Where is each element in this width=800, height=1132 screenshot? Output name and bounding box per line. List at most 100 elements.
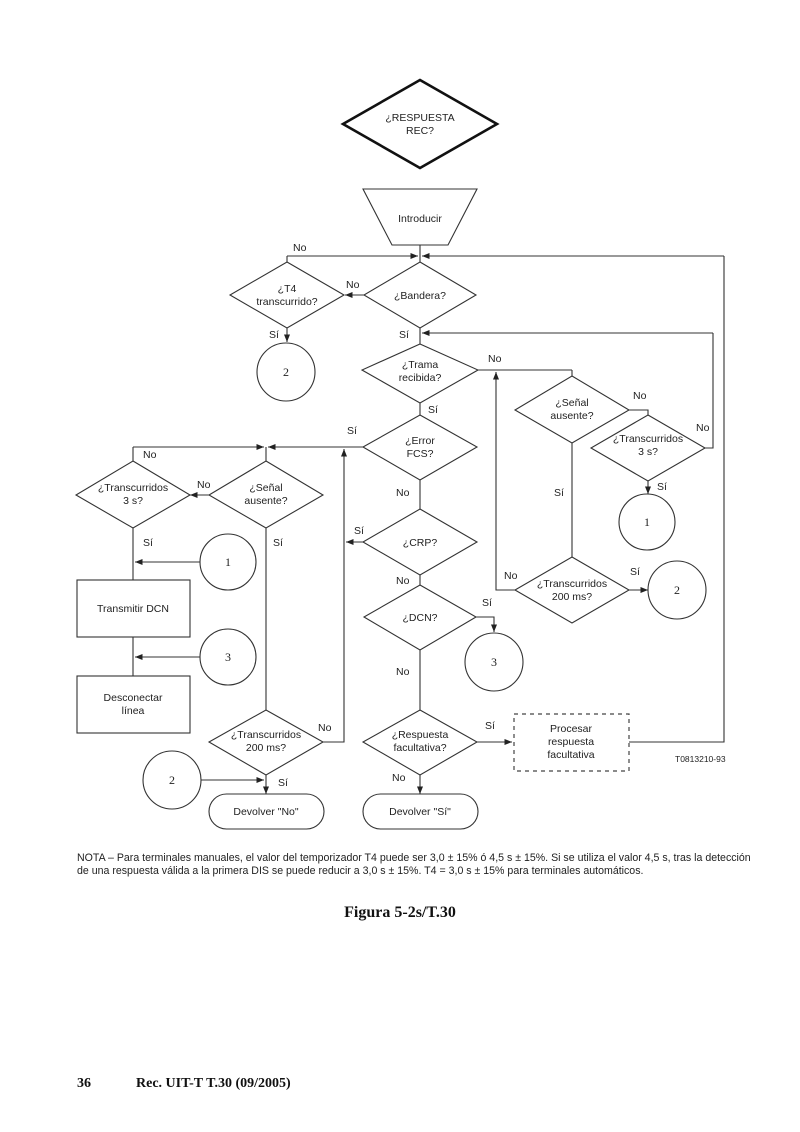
connector-2: 2 — [142, 750, 202, 810]
connector-1: 1 — [199, 533, 257, 591]
process-desconectar-linea: Desconectar línea — [76, 675, 191, 734]
decision-trans200-right-line1: ¿Transcurridos — [537, 578, 607, 590]
terminal-devolver-si-label: Devolver "Sí" — [389, 806, 451, 818]
branch-label-no: No — [392, 772, 406, 784]
decision-respuesta-facultativa: ¿Respuesta facultativa? — [361, 709, 479, 776]
branch-label-no: No — [143, 449, 157, 461]
decision-t4-line2: transcurrido? — [256, 296, 317, 308]
process-procesar-line2: respuesta — [548, 736, 594, 748]
branch-label-no: No — [696, 422, 710, 434]
figure-code: T0813210-93 — [675, 754, 726, 764]
branch-label-no: No — [396, 666, 410, 678]
connector-1-label: 1 — [644, 515, 650, 529]
branch-label-no: No — [318, 722, 332, 734]
branch-label-si: Sí — [278, 777, 288, 789]
decision-error-fcs-line1: ¿Error — [405, 435, 435, 447]
figure-caption: Figura 5-2s/T.30 — [344, 904, 456, 921]
decision-crp-label: ¿CRP? — [403, 537, 438, 549]
connector-line — [476, 616, 498, 632]
document-reference: Rec. UIT-T T.30 (09/2005) — [136, 1076, 291, 1091]
terminal-devolver-si: Devolver "Sí" — [362, 793, 479, 830]
decision-bandera-label: ¿Bandera? — [394, 290, 446, 302]
decision-respuesta-fac-line1: ¿Respuesta — [392, 729, 449, 741]
branch-label-no: No — [396, 575, 410, 587]
connector-3: 3 — [199, 628, 257, 686]
page-number: 36 — [77, 1076, 91, 1091]
branch-label-si: Sí — [657, 481, 667, 493]
branch-label-si: Sí — [143, 537, 153, 549]
decision-trans200-right-line2: 200 ms? — [552, 591, 592, 603]
branch-label-si: Sí — [354, 525, 364, 537]
decision-senal-right-line2: ausente? — [550, 410, 593, 422]
decision-dcn-label: ¿DCN? — [402, 612, 437, 624]
start-decision: ¿RESPUESTA REC? — [340, 78, 500, 170]
connector-1-label: 1 — [225, 555, 231, 569]
connector-3: 3 — [464, 632, 524, 692]
decision-transcurridos-3s-right: ¿Transcurridos 3 s? — [589, 414, 707, 482]
decision-trama-line2: recibida? — [399, 372, 442, 384]
branch-label-si: Sí — [347, 425, 357, 437]
connector-line — [492, 372, 515, 591]
decision-transcurridos-200ms-left: ¿Transcurridos 200 ms? — [207, 709, 325, 776]
process-procesar-line1: Procesar — [550, 723, 593, 735]
figure-note: NOTA – Para terminales manuales, el valo… — [77, 852, 751, 877]
decision-senal-ausente-left: ¿Señal ausente? — [207, 460, 325, 529]
process-desconectar-line1: Desconectar — [104, 692, 163, 704]
decision-trans200-left-line2: 200 ms? — [246, 742, 286, 754]
start-decision-line1: ¿RESPUESTA — [385, 112, 454, 124]
connector-2-label: 2 — [674, 583, 680, 597]
decision-senal-ausente-right: ¿Señal ausente? — [513, 375, 631, 444]
connector-1: 1 — [618, 493, 676, 551]
process-transmitir-dcn: Transmitir DCN — [76, 579, 191, 638]
connector-2: 2 — [256, 342, 316, 402]
branch-label-no: No — [346, 279, 360, 291]
branch-label-no: No — [293, 242, 307, 254]
connector-2: 2 — [647, 560, 707, 620]
process-procesar-respuesta-facultativa: Procesar respuesta facultativa — [513, 713, 630, 772]
terminal-devolver-no: Devolver "No" — [208, 793, 325, 830]
decision-senal-right-line1: ¿Señal — [555, 397, 588, 409]
process-procesar-line3: facultativa — [547, 749, 594, 761]
input-label: Introducir — [398, 213, 442, 225]
input-trapezoid: Introducir — [362, 188, 478, 246]
connector-2-label: 2 — [169, 773, 175, 787]
branch-label-si: Sí — [273, 537, 283, 549]
decision-respuesta-fac-line2: facultativa? — [393, 742, 446, 754]
decision-trama-recibida: ¿Trama recibida? — [360, 343, 480, 404]
decision-error-fcs: ¿Error FCS? — [361, 414, 479, 481]
branch-label-no: No — [197, 479, 211, 491]
branch-label-no: No — [633, 390, 647, 402]
decision-error-fcs-line2: FCS? — [407, 448, 434, 460]
branch-label-si: Sí — [399, 329, 409, 341]
decision-trans200-left-line1: ¿Transcurridos — [231, 729, 301, 741]
start-decision-line2: REC? — [406, 125, 434, 137]
process-desconectar-line2: línea — [122, 705, 145, 717]
decision-bandera: ¿Bandera? — [362, 261, 478, 329]
connector-3-label: 3 — [491, 655, 497, 669]
connector-line — [323, 449, 348, 743]
branch-label-si: Sí — [630, 566, 640, 578]
decision-trans3-right-line1: ¿Transcurridos — [613, 433, 683, 445]
connector-3-label: 3 — [225, 650, 231, 664]
decision-senal-left-line2: ausente? — [244, 495, 287, 507]
decision-transcurridos-200ms-right: ¿Transcurridos 200 ms? — [513, 556, 631, 624]
decision-transcurridos-3s-left: ¿Transcurridos 3 s? — [74, 460, 192, 529]
branch-label-si: Sí — [428, 404, 438, 416]
decision-crp: ¿CRP? — [361, 508, 479, 576]
decision-trans3-left-line2: 3 s? — [123, 495, 143, 507]
branch-label-no: No — [396, 487, 410, 499]
branch-label-si: Sí — [554, 487, 564, 499]
decision-trans3-left-line1: ¿Transcurridos — [98, 482, 168, 494]
connector-line — [629, 409, 649, 415]
branch-label-si: Sí — [485, 720, 495, 732]
decision-dcn: ¿DCN? — [362, 584, 478, 651]
decision-trans3-right-line2: 3 s? — [638, 446, 658, 458]
branch-label-si: Sí — [269, 329, 279, 341]
process-transmitir-label: Transmitir DCN — [97, 603, 169, 615]
connector-line — [629, 256, 725, 743]
branch-label-no: No — [504, 570, 518, 582]
connector-line — [705, 333, 714, 449]
decision-t4-line1: ¿T4 — [278, 283, 297, 295]
decision-trama-line1: ¿Trama — [402, 359, 439, 371]
branch-label-si: Sí — [482, 597, 492, 609]
